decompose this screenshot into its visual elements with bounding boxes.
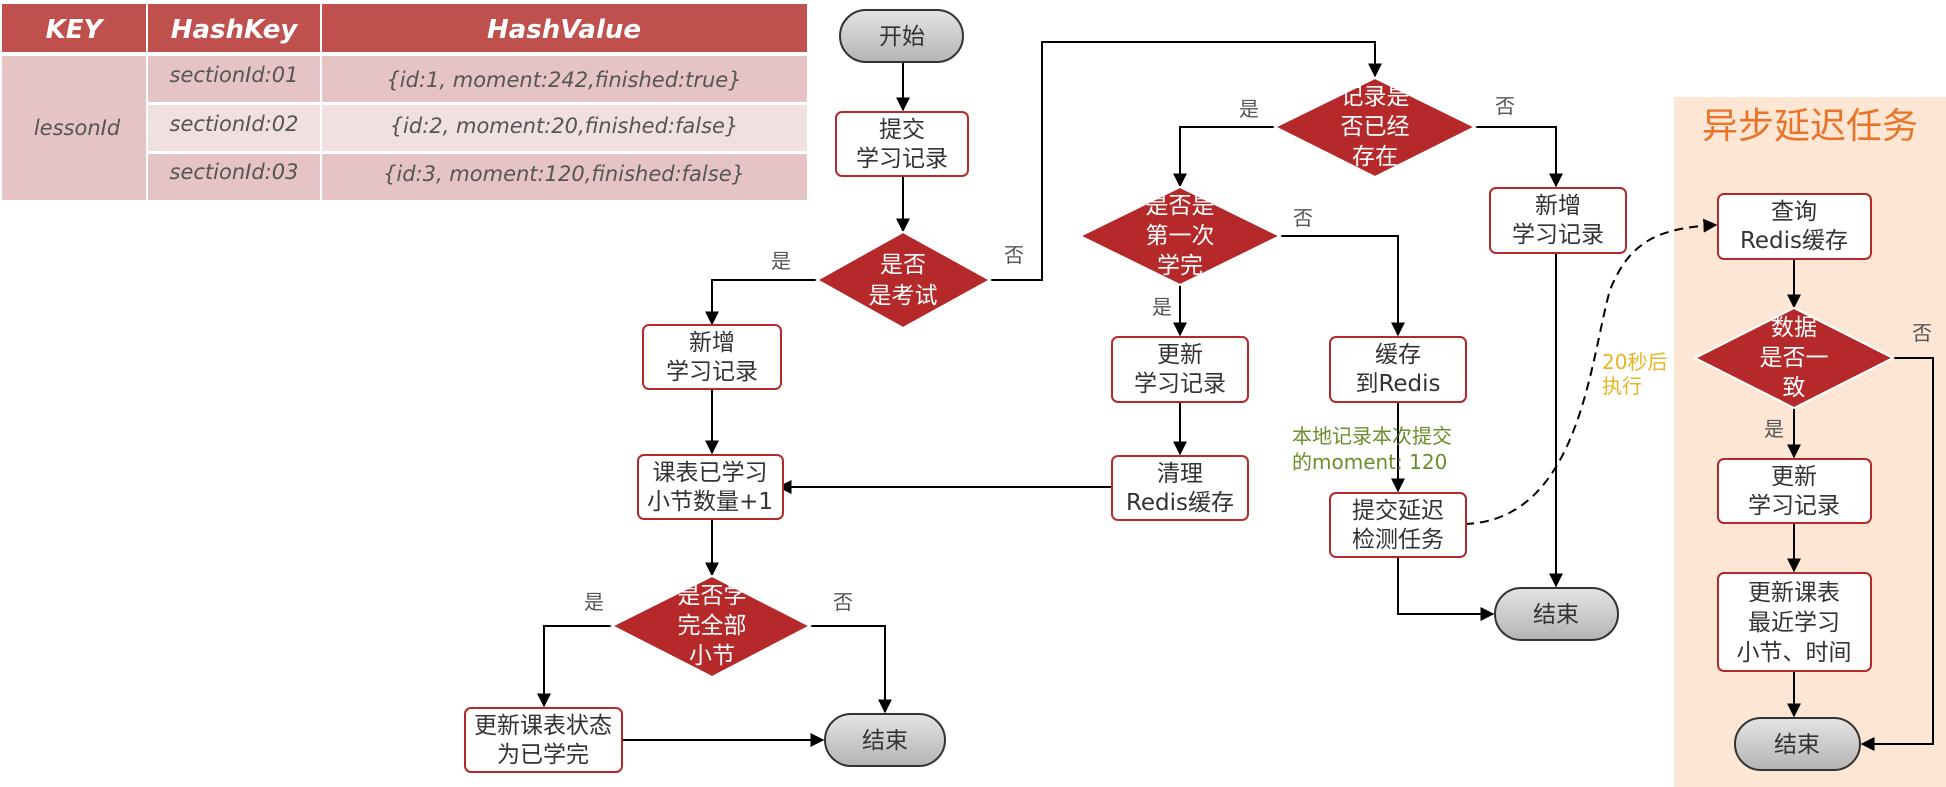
svg-text:提交: 提交: [879, 117, 925, 143]
svg-text:课表已学习: 课表已学习: [653, 460, 768, 486]
first-finish-diamond: 是否是 第一次 学完: [1077, 185, 1283, 287]
svg-text:更新: 更新: [1771, 464, 1817, 490]
svg-text:清理: 清理: [1157, 461, 1203, 487]
svg-text:查询: 查询: [1771, 199, 1817, 225]
svg-text:是否是: 是否是: [1146, 193, 1215, 219]
svg-text:新增: 新增: [1535, 193, 1581, 219]
clean-redis-box: 清理 Redis缓存: [1111, 455, 1249, 521]
svg-text:数据: 数据: [1771, 315, 1817, 341]
yes-label: 是: [1152, 295, 1172, 319]
table-row-value: {id:2, moment:20,finished:false}: [390, 114, 739, 138]
svg-text:为已学完: 为已学完: [497, 742, 589, 768]
no-label: 否: [1004, 243, 1024, 267]
end-right-node: 结束: [1734, 717, 1861, 771]
all-done-diamond: 是否学 完全部 小节: [609, 574, 813, 679]
query-redis-box: 查询 Redis缓存: [1717, 193, 1872, 260]
svg-text:到Redis: 到Redis: [1355, 371, 1440, 397]
table-header-hashvalue: HashValue: [487, 15, 641, 45]
svg-text:更新课表: 更新课表: [1748, 580, 1840, 606]
delay-note: 20秒后: [1602, 350, 1667, 374]
svg-text:结束: 结束: [862, 728, 908, 754]
svg-text:学习记录: 学习记录: [1748, 493, 1840, 519]
no-label: 否: [1293, 206, 1313, 230]
local-record-note: 的moment: 120: [1292, 450, 1447, 474]
svg-text:Redis缓存: Redis缓存: [1126, 490, 1234, 516]
svg-text:是否学: 是否学: [678, 583, 747, 609]
svg-text:学习记录: 学习记录: [666, 359, 758, 385]
svg-text:小节: 小节: [689, 643, 735, 669]
start-node: 开始: [839, 9, 964, 63]
table-header-key: KEY: [46, 15, 106, 45]
update-record-mid-box: 更新 学习记录: [1111, 336, 1249, 403]
svg-text:更新: 更新: [1157, 342, 1203, 368]
svg-text:最近学习: 最近学习: [1748, 610, 1840, 636]
data-consistent-diamond: 数据 是否一 致: [1692, 306, 1896, 410]
no-label: 否: [1495, 94, 1515, 118]
no-label: 否: [833, 590, 853, 614]
svg-text:否已经: 否已经: [1341, 114, 1410, 140]
submit-delay-box: 提交延迟 检测任务: [1329, 492, 1467, 558]
add-record-left-box: 新增 学习记录: [642, 324, 782, 390]
svg-text:新增: 新增: [689, 330, 735, 356]
yes-label: 是: [1764, 417, 1784, 441]
svg-text:开始: 开始: [879, 24, 925, 50]
delay-note: 执行: [1602, 374, 1642, 398]
svg-text:提交延迟: 提交延迟: [1352, 498, 1444, 524]
svg-text:Redis缓存: Redis缓存: [1740, 228, 1848, 254]
submit-record-box: 提交 学习记录: [835, 111, 969, 177]
table-row-hashkey: sectionId:03: [170, 160, 299, 184]
svg-text:检测任务: 检测任务: [1352, 527, 1444, 553]
update-lesson-recent-box: 更新课表 最近学习 小节、时间: [1717, 572, 1872, 672]
svg-text:记录是: 记录是: [1341, 84, 1410, 110]
connectors: [537, 41, 1934, 751]
table-row-hashkey: sectionId:02: [170, 112, 299, 136]
svg-text:小节、时间: 小节、时间: [1737, 640, 1852, 666]
svg-text:更新课表状态: 更新课表状态: [474, 713, 612, 739]
yes-label: 是: [1239, 97, 1259, 121]
svg-text:是考试: 是考试: [869, 283, 938, 309]
svg-text:是否一: 是否一: [1760, 345, 1829, 371]
yes-label: 是: [584, 590, 604, 614]
end-left-node: 结束: [824, 713, 946, 767]
hash-table: KEY HashKey HashValue lessonId sectionId…: [2, 4, 807, 200]
local-record-note: 本地记录本次提交: [1292, 424, 1452, 448]
table-key-cell: lessonId: [34, 116, 121, 140]
svg-text:小节数量+1: 小节数量+1: [647, 489, 773, 515]
svg-text:学习记录: 学习记录: [1134, 371, 1226, 397]
lesson-count-box: 课表已学习 小节数量+1: [637, 454, 784, 520]
svg-text:结束: 结束: [1774, 732, 1820, 758]
svg-text:第一次: 第一次: [1146, 223, 1215, 249]
svg-text:致: 致: [1783, 375, 1806, 401]
svg-text:结束: 结束: [1533, 602, 1579, 628]
update-lesson-status-box: 更新课表状态 为已学完: [464, 707, 623, 773]
async-task-title: 异步延迟任务: [1702, 106, 1918, 147]
table-header-hashkey: HashKey: [171, 15, 299, 45]
is-exam-diamond: 是否 是考试: [814, 230, 993, 330]
table-row-hashkey: sectionId:01: [170, 63, 299, 87]
svg-text:学完: 学完: [1157, 253, 1203, 279]
table-row-value: {id:3, moment:120,finished:false}: [383, 162, 745, 186]
svg-text:存在: 存在: [1352, 144, 1398, 170]
svg-text:学习记录: 学习记录: [1512, 222, 1604, 248]
add-record-right-box: 新增 学习记录: [1489, 187, 1627, 254]
svg-text:学习记录: 学习记录: [856, 146, 948, 172]
record-exists-diamond: 记录是 否已经 存在: [1272, 76, 1478, 179]
yes-label: 是: [771, 249, 791, 273]
cache-redis-box: 缓存 到Redis: [1329, 336, 1467, 403]
svg-text:完全部: 完全部: [678, 613, 747, 639]
end-mid-node: 结束: [1494, 587, 1619, 641]
table-row-value: {id:1, moment:242,finished:true}: [386, 68, 741, 92]
no-label: 否: [1912, 321, 1932, 345]
svg-text:缓存: 缓存: [1375, 342, 1421, 368]
svg-text:是否: 是否: [880, 252, 926, 278]
update-record-async-box: 更新 学习记录: [1717, 458, 1872, 524]
